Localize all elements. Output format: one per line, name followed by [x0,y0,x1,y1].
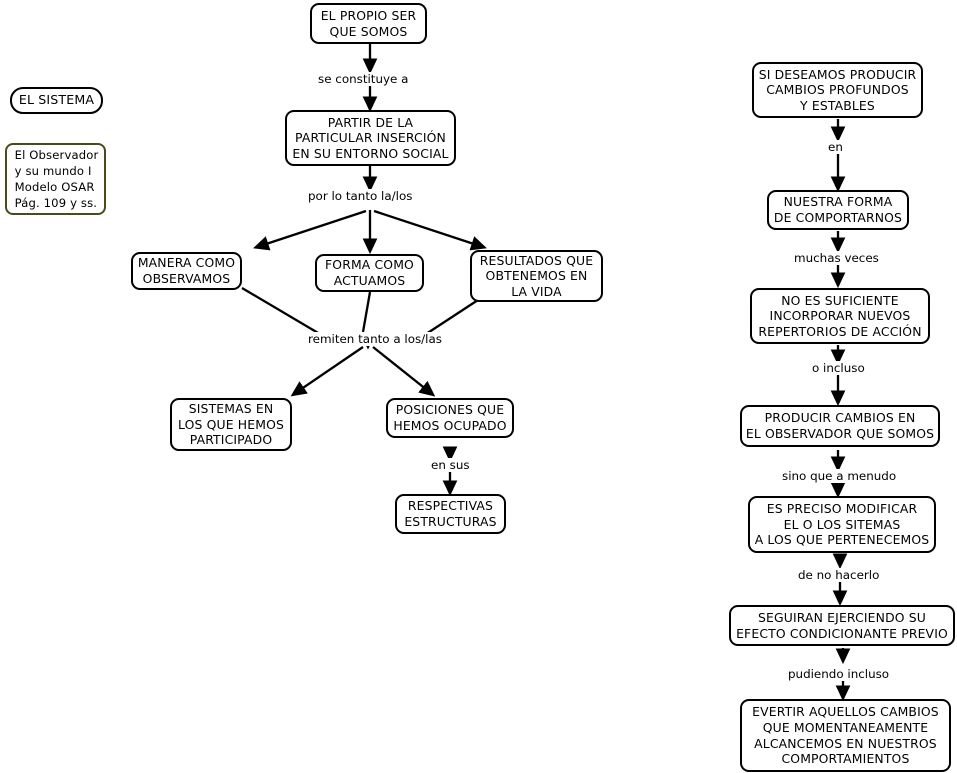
edge-label-o-incluso: o incluso [811,361,866,375]
node-seguiran-ejerciendo: SEGUIRAN EJERCIENDO SU EFECTO CONDICIONA… [729,605,955,646]
node-posiciones-text: POSICIONES QUE HEMOS OCUPADO [393,402,507,433]
node-forma-como-actuamos-text: FORMA COMO ACTUAMOS [325,257,414,288]
node-source-note: El Observador y su mundo I Modelo OSAR P… [5,143,106,215]
node-evertir-aquellos-cambios-text: EVERTIR AQUELLOS CAMBIOS QUE MOMENTANEAM… [752,704,939,767]
node-es-preciso-modificar: ES PRECISO MODIFICAR EL O LOS SITEMAS A … [748,496,936,553]
node-resultados-que-obtenemos-text: RESULTADOS QUE OBTENEMOS EN LA VIDA [479,252,594,299]
node-producir-cambios-text: PRODUCIR CAMBIOS EN EL OBSERVADOR QUE SO… [745,410,935,441]
node-posiciones-que-hemos-ocupado: POSICIONES QUE HEMOS OCUPADO [386,398,514,438]
edge-label-por-lo-tanto: por lo tanto la/los [307,189,414,203]
node-si-deseamos-producir: SI DESEAMOS PRODUCIR CAMBIOS PROFUNDOS Y… [752,62,923,118]
node-resultados-que-obtenemos: RESULTADOS QUE OBTENEMOS EN LA VIDA [470,250,603,302]
node-si-deseamos-producir-text: SI DESEAMOS PRODUCIR CAMBIOS PROFUNDOS Y… [758,66,917,113]
node-manera-como-observamos: MANERA COMO OBSERVAMOS [131,252,242,290]
node-forma-como-actuamos: FORMA COMO ACTUAMOS [315,254,424,292]
node-source-note-text: El Observador y su mundo I Modelo OSAR P… [14,148,99,210]
node-el-propio-ser: EL PROPIO SER QUE SOMOS [310,3,427,44]
node-seguiran-ejerciendo-text: SEGUIRAN EJERCIENDO SU EFECTO CONDICIONA… [736,609,948,641]
edge-label-muchas-veces: muchas veces [793,251,880,265]
edge-label-en: en [827,140,844,154]
node-no-es-suficiente-text: NO ES SUFICIENTE INCORPORAR NUEVOS REPER… [758,292,922,339]
node-respectivas-estructuras: RESPECTIVAS ESTRUCTURAS [395,494,506,534]
node-sistemas-text: SISTEMAS EN LOS QUE HEMOS PARTICIPADO [177,401,284,448]
edge-label-se-constituye-a: se constituye a [317,72,410,86]
node-el-sistema-text: EL SISTEMA [18,92,95,108]
node-manera-como-observamos-text: MANERA COMO OBSERVAMOS [137,255,236,286]
node-partir-de-la: PARTIR DE LA PARTICULAR INSERCIÓN EN SU … [285,110,456,166]
node-el-propio-ser-text: EL PROPIO SER QUE SOMOS [320,7,417,39]
node-es-preciso-modificar-text: ES PRECISO MODIFICAR EL O LOS SITEMAS A … [754,501,930,548]
node-partir-de-la-text: PARTIR DE LA PARTICULAR INSERCIÓN EN SU … [292,114,449,161]
edge-label-pudiendo-incluso: pudiendo incluso [787,667,891,681]
edge-label-sino-que-a-menudo: sino que a menudo [781,469,898,483]
edge-label-de-no-hacerlo: de no hacerlo [797,568,881,582]
node-el-sistema: EL SISTEMA [10,87,103,114]
node-nuestra-forma-text: NUESTRA FORMA DE COMPORTARNOS [773,194,903,225]
node-respectivas-estructuras-text: RESPECTIVAS ESTRUCTURAS [404,498,497,529]
node-producir-cambios-en-el-observador: PRODUCIR CAMBIOS EN EL OBSERVADOR QUE SO… [740,405,940,447]
node-evertir-aquellos-cambios: EVERTIR AQUELLOS CAMBIOS QUE MOMENTANEAM… [740,699,951,772]
edge-label-remiten-tanto: remiten tanto a los/las [307,332,443,346]
edge-label-en-sus: en sus [430,458,471,472]
node-nuestra-forma-de-comportarnos: NUESTRA FORMA DE COMPORTARNOS [767,190,909,230]
node-no-es-suficiente: NO ES SUFICIENTE INCORPORAR NUEVOS REPER… [750,288,930,344]
node-sistemas-en-los-que-hemos-participado: SISTEMAS EN LOS QUE HEMOS PARTICIPADO [170,398,292,451]
